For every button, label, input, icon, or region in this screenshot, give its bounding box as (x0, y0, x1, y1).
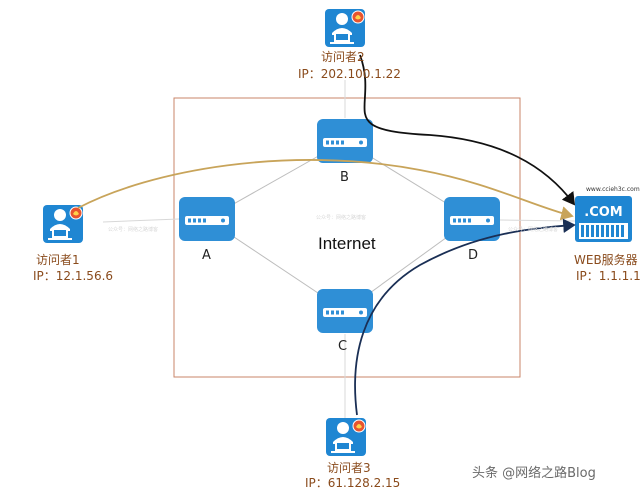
access-links (102, 80, 576, 418)
server-ip: IP：1.1.1.1 (576, 269, 640, 283)
visitor-3-name: 访问者3 (327, 461, 371, 475)
visitor-2-ip: IP：202.100.1.22 (298, 67, 401, 81)
internet-title: Internet (318, 234, 376, 253)
router-b-icon[interactable] (317, 119, 373, 163)
watermark: 公众号：网络之路博客 (108, 227, 159, 233)
web-server-icon[interactable]: .COM (575, 196, 632, 242)
visitor-3-icon[interactable] (325, 417, 367, 457)
path-visitor1-to-server (77, 159, 574, 221)
visitor-1-name: 访问者1 (36, 253, 80, 267)
footer-credit: 头条 @网络之路Blog (472, 466, 596, 481)
server-url: www.ccieh3c.com (586, 186, 640, 193)
router-links (206, 140, 473, 312)
path-visitor3-to-server (354, 218, 576, 416)
router-c-label: C (338, 339, 348, 354)
watermark: 公众号：网络之路博客 (316, 215, 367, 221)
visitor-2-name: 访问者2 (321, 50, 365, 64)
internet-boundary (173, 97, 521, 378)
router-a-icon[interactable] (179, 197, 235, 241)
router-d-icon[interactable] (444, 197, 500, 241)
watermark: 公众号：网络之路博客 (508, 227, 559, 233)
visitor-1-ip: IP：12.1.56.6 (33, 269, 114, 283)
server-badge: .COM (584, 205, 622, 220)
router-c-icon[interactable] (317, 289, 373, 333)
router-b-label: B (340, 170, 349, 185)
visitor-1-icon[interactable] (42, 204, 84, 244)
visitor-3-ip: IP：61.128.2.15 (305, 476, 401, 490)
visitor-2-icon[interactable] (324, 8, 366, 48)
path-visitor2-to-server (359, 54, 576, 206)
router-a-label: A (202, 248, 211, 263)
server-name: WEB服务器 (574, 253, 638, 267)
router-d-label: D (468, 248, 479, 263)
